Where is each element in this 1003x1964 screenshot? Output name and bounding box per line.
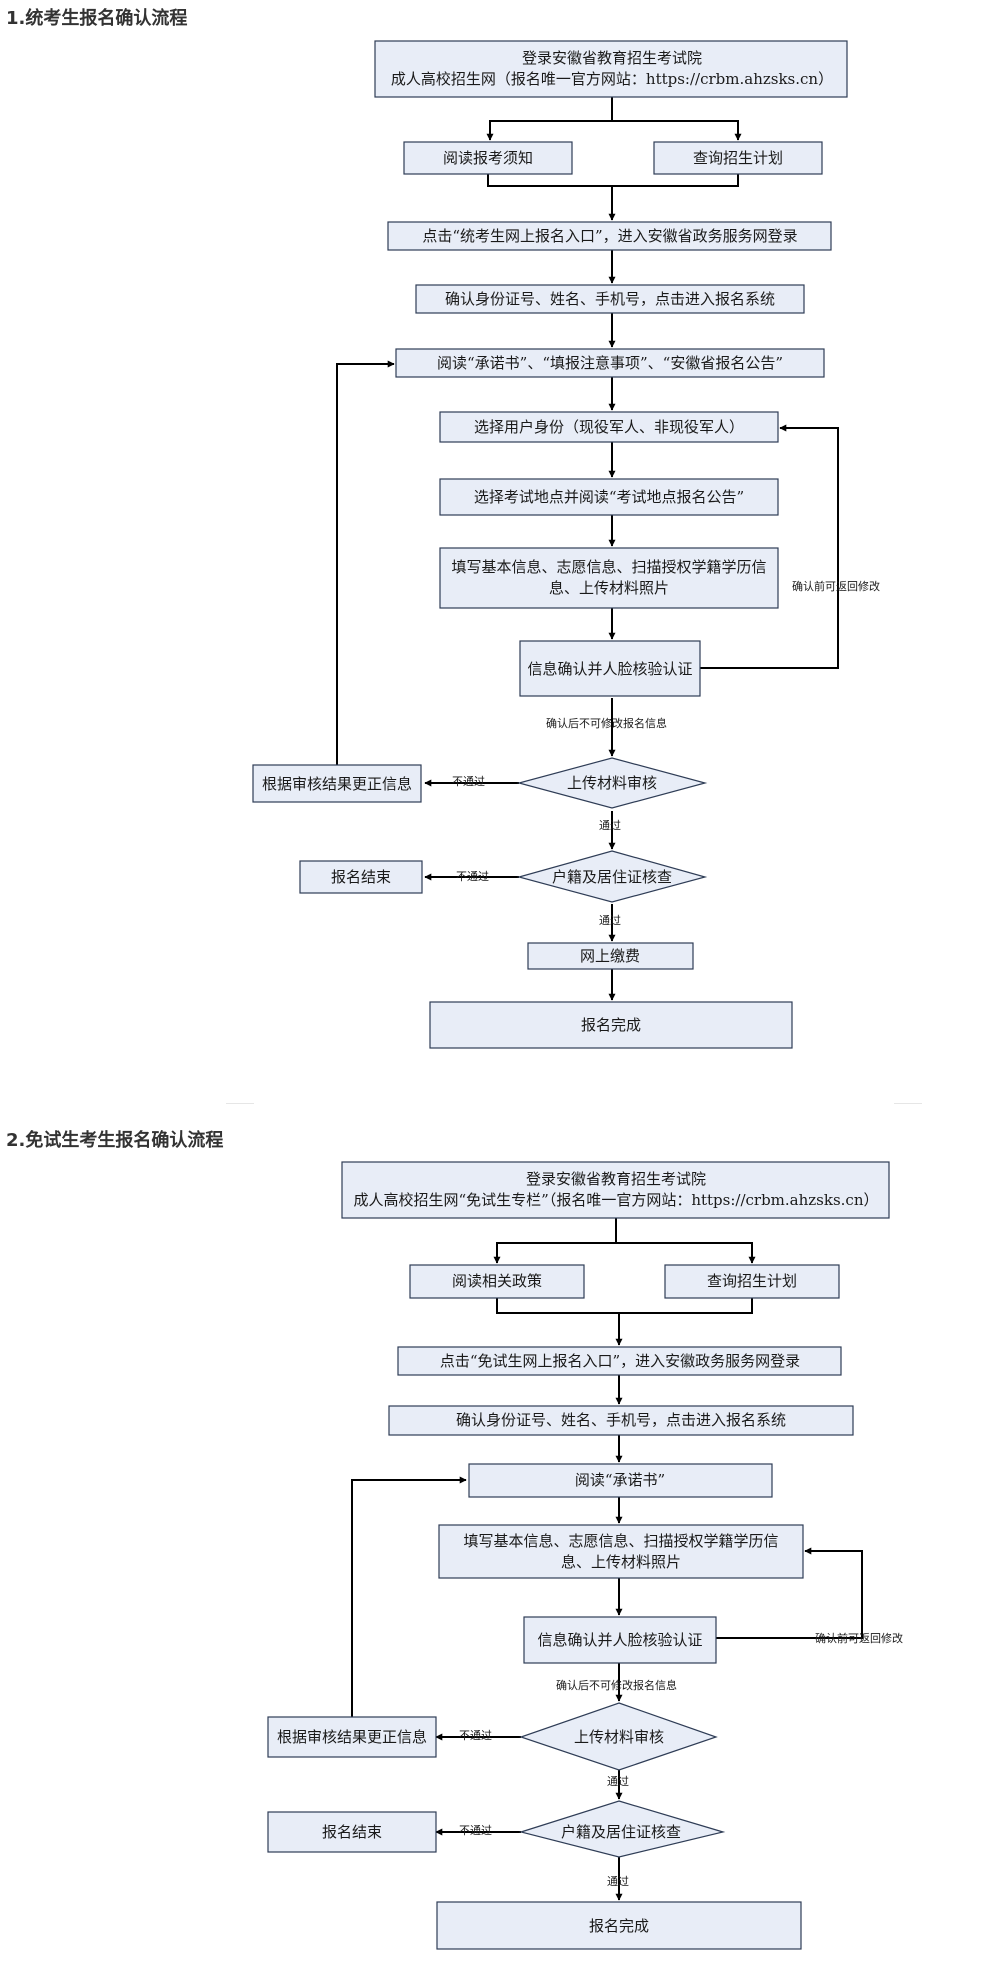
s1-read-notice-box	[403, 141, 573, 175]
s1-click-entry: 点击“统考生网上报名入口”，进入安徽省政务服务网登录	[422, 227, 797, 245]
s2-note-after-confirm: 确认后不可修改报名信息	[556, 1678, 677, 1692]
s2-read-pledge-box	[468, 1463, 773, 1498]
s2-end: 报名结束	[322, 1823, 382, 1841]
s1-correct-info-box	[252, 764, 422, 803]
s2-confirm-face: 信息确认并人脸核验认证	[537, 1631, 702, 1649]
s1-review-upload-diamond	[516, 757, 708, 809]
s1-end: 报名结束	[331, 868, 391, 886]
divider-left	[226, 1103, 254, 1104]
section1-heading: 1.统考生报名确认流程	[6, 8, 188, 29]
s2-household-check: 户籍及居住证核查	[561, 1823, 681, 1841]
s1-select-location: 选择考试地点并阅读“考试地点报名公告”	[474, 488, 744, 506]
s2-confirm-id-box	[388, 1405, 854, 1436]
s1-login-box	[374, 40, 848, 98]
s2-read-pledge: 阅读“承诺书”	[575, 1471, 665, 1489]
s1-login-line1: 登录安徽省教育招生考试院	[522, 49, 702, 67]
s2-read-policy: 阅读相关政策	[452, 1272, 542, 1290]
s2-complete-box	[436, 1901, 802, 1950]
s2-complete: 报名完成	[589, 1917, 649, 1935]
s2-pass-1: 通过	[607, 1775, 629, 1788]
s1-fill-line2: 息、上传材料照片	[549, 579, 669, 597]
s1-note-after-confirm: 确认后不可修改报名信息	[546, 716, 667, 730]
s1-confirm-face: 信息确认并人脸核验认证	[527, 660, 692, 678]
s1-pass-1: 通过	[599, 819, 621, 832]
s2-review-upload: 上传材料审核	[574, 1728, 664, 1746]
divider-right	[894, 1103, 922, 1104]
section2-heading: 2.免试生考生报名确认流程	[6, 1130, 224, 1151]
s2-login-box	[341, 1161, 890, 1219]
s2-fill-info-box	[438, 1524, 804, 1579]
s2-confirm-face-box	[523, 1616, 717, 1664]
s1-fill-line1: 填写基本信息、志愿信息、扫描授权学籍学历信	[451, 558, 766, 576]
s1-note-before-confirm: 确认前可返回修改	[792, 579, 880, 593]
s1-fill-info-box	[439, 547, 779, 609]
s1-online-payment: 网上缴费	[580, 947, 640, 965]
s2-not-pass-2: 不通过	[459, 1824, 492, 1837]
s1-pass-2: 通过	[599, 914, 621, 927]
s2-click-entry-box	[397, 1346, 842, 1376]
s1-select-identity: 选择用户身份（现役军人、非现役军人）	[474, 418, 744, 436]
s1-read-docs-box	[395, 348, 825, 378]
s1-not-pass-2: 不通过	[456, 870, 489, 883]
s2-end-box	[267, 1811, 437, 1853]
s1-household-check: 户籍及居住证核查	[552, 868, 672, 886]
s2-household-check-diamond	[518, 1800, 726, 1858]
s1-click-entry-box	[387, 221, 832, 251]
flowchart-2-connectors	[351, 1218, 863, 1901]
s1-not-pass-1: 不通过	[452, 775, 485, 788]
s2-read-policy-box	[409, 1264, 585, 1299]
s1-login-line2: 成人高校招生网（报名唯一官方网站：https://crbm.ahzsks.cn）	[391, 70, 833, 88]
s2-review-upload-diamond	[519, 1702, 718, 1771]
s2-note-before-confirm: 确认前可返回修改	[815, 1631, 903, 1645]
s1-select-identity-box	[439, 411, 779, 443]
s2-login-line2: 成人高校招生网“免试生专栏”（报名唯一官方网站：https://crbm.ahz…	[353, 1191, 878, 1209]
s2-fill-line2: 息、上传材料照片	[561, 1553, 681, 1571]
s1-read-notice: 阅读报考须知	[443, 149, 533, 167]
s1-confirm-id: 确认身份证号、姓名、手机号，点击进入报名系统	[445, 290, 775, 308]
s1-end-box	[299, 860, 423, 894]
flowchart-1-connectors	[336, 97, 839, 1001]
s2-login-line1: 登录安徽省教育招生考试院	[526, 1170, 706, 1188]
s1-confirm-id-box	[415, 284, 805, 314]
s2-pass-2: 通过	[607, 1875, 629, 1888]
s2-correct-info: 根据审核结果更正信息	[277, 1728, 427, 1746]
s1-complete-box	[429, 1001, 793, 1049]
s1-query-plan: 查询招生计划	[693, 149, 783, 167]
s1-read-docs: 阅读“承诺书”、“填报注意事项”、“安徽省报名公告”	[437, 354, 783, 372]
s2-fill-line1: 填写基本信息、志愿信息、扫描授权学籍学历信	[463, 1532, 778, 1550]
s2-click-entry: 点击“免试生网上报名入口”，进入安徽政务服务网登录	[440, 1352, 800, 1370]
s1-online-payment-box	[527, 942, 694, 970]
flowchart-1: 登录安徽省教育招生考试院 成人高校招生网（报名唯一官方网站：https://cr…	[252, 40, 880, 1049]
s1-review-upload: 上传材料审核	[567, 774, 657, 792]
s1-query-plan-box	[653, 141, 823, 175]
s2-correct-info-box	[267, 1716, 437, 1758]
s2-confirm-id: 确认身份证号、姓名、手机号，点击进入报名系统	[456, 1411, 786, 1429]
s2-query-plan: 查询招生计划	[707, 1272, 797, 1290]
s1-confirm-face-box	[519, 640, 701, 697]
s2-query-plan-box	[664, 1264, 840, 1299]
s2-not-pass-1: 不通过	[459, 1729, 492, 1742]
flowchart-2: 登录安徽省教育招生考试院 成人高校招生网“免试生专栏”（报名唯一官方网站：htt…	[267, 1161, 903, 1950]
s1-select-location-box	[439, 478, 779, 516]
s1-complete: 报名完成	[581, 1016, 641, 1034]
s1-household-check-diamond	[516, 850, 708, 903]
s1-correct-info: 根据审核结果更正信息	[262, 775, 412, 793]
